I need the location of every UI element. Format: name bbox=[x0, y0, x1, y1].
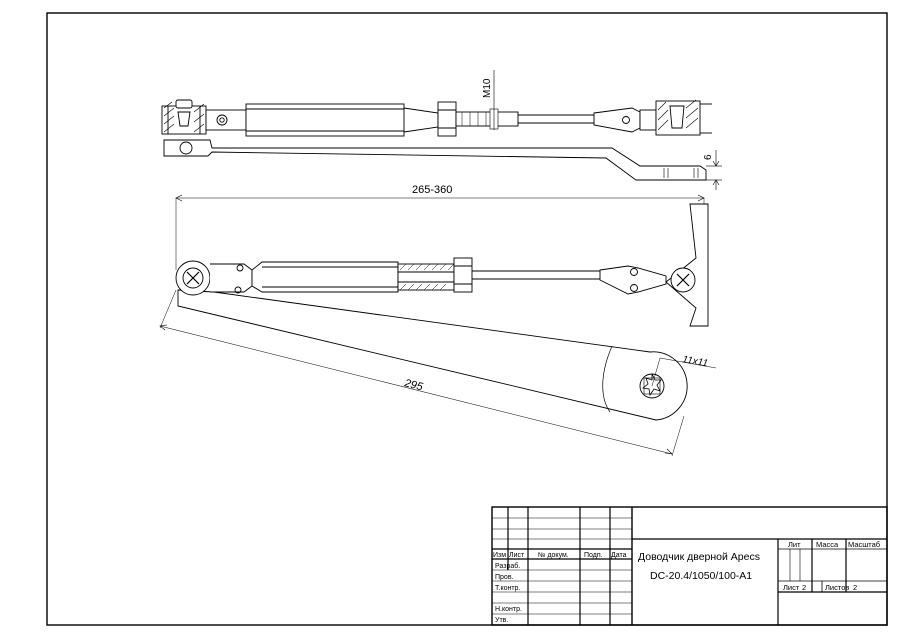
right-mount-plate bbox=[665, 203, 709, 327]
threaded-rod bbox=[455, 111, 519, 127]
lit-label: Лит bbox=[788, 540, 801, 549]
dim-m10: M10 bbox=[482, 78, 493, 98]
hdr-izm: Изм bbox=[493, 552, 506, 559]
mass-label: Масса bbox=[816, 540, 839, 549]
hdr-sign: Подп. bbox=[584, 552, 603, 559]
sheet-value: 2 bbox=[802, 583, 806, 592]
top-lever bbox=[163, 139, 707, 181]
role-nkontr: Н.контр. bbox=[495, 606, 522, 613]
role-utv: Утв. bbox=[495, 617, 508, 624]
dim-295: 295 bbox=[402, 377, 425, 394]
doc-title-line2: DC-20.4/1050/100-A1 bbox=[650, 570, 752, 582]
hdr-doc-no: № докум. bbox=[538, 552, 569, 559]
lock-nut bbox=[437, 101, 457, 137]
left-bracket-hatch bbox=[163, 101, 205, 133]
sheets-value: 2 bbox=[853, 583, 857, 592]
title-block bbox=[491, 506, 888, 626]
role-tkontr: Т.контр. bbox=[495, 585, 520, 592]
hdr-date: Дата bbox=[611, 552, 627, 559]
scale-label: Масштаб bbox=[848, 540, 880, 549]
main-view bbox=[159, 194, 717, 457]
hdr-list: Лист bbox=[509, 552, 525, 559]
dim-6: 6 bbox=[703, 154, 714, 160]
main-arm-tube bbox=[251, 261, 399, 293]
doc-title-line1: Доводчик дверной Apecs bbox=[638, 551, 760, 563]
top-view bbox=[161, 70, 722, 190]
main-lever bbox=[177, 289, 688, 421]
left-eye-hole bbox=[216, 114, 228, 126]
dim-line-lever bbox=[159, 325, 673, 455]
title-block-text: Изм Лист № докум. Подп. Дата Разраб. Про… bbox=[493, 540, 880, 624]
role-razrab: Разраб. bbox=[495, 562, 520, 570]
role-prov: Пров. bbox=[495, 574, 514, 581]
sheets-label: Листов bbox=[825, 583, 849, 592]
drawing-frame bbox=[46, 12, 888, 626]
dim-265-360: 265-360 bbox=[412, 184, 452, 196]
right-bracket-hatch bbox=[657, 99, 699, 131]
sheet-label: Лист bbox=[783, 583, 800, 592]
dim-11x11: 11x11 bbox=[681, 354, 708, 369]
main-lock-nut bbox=[453, 257, 473, 293]
